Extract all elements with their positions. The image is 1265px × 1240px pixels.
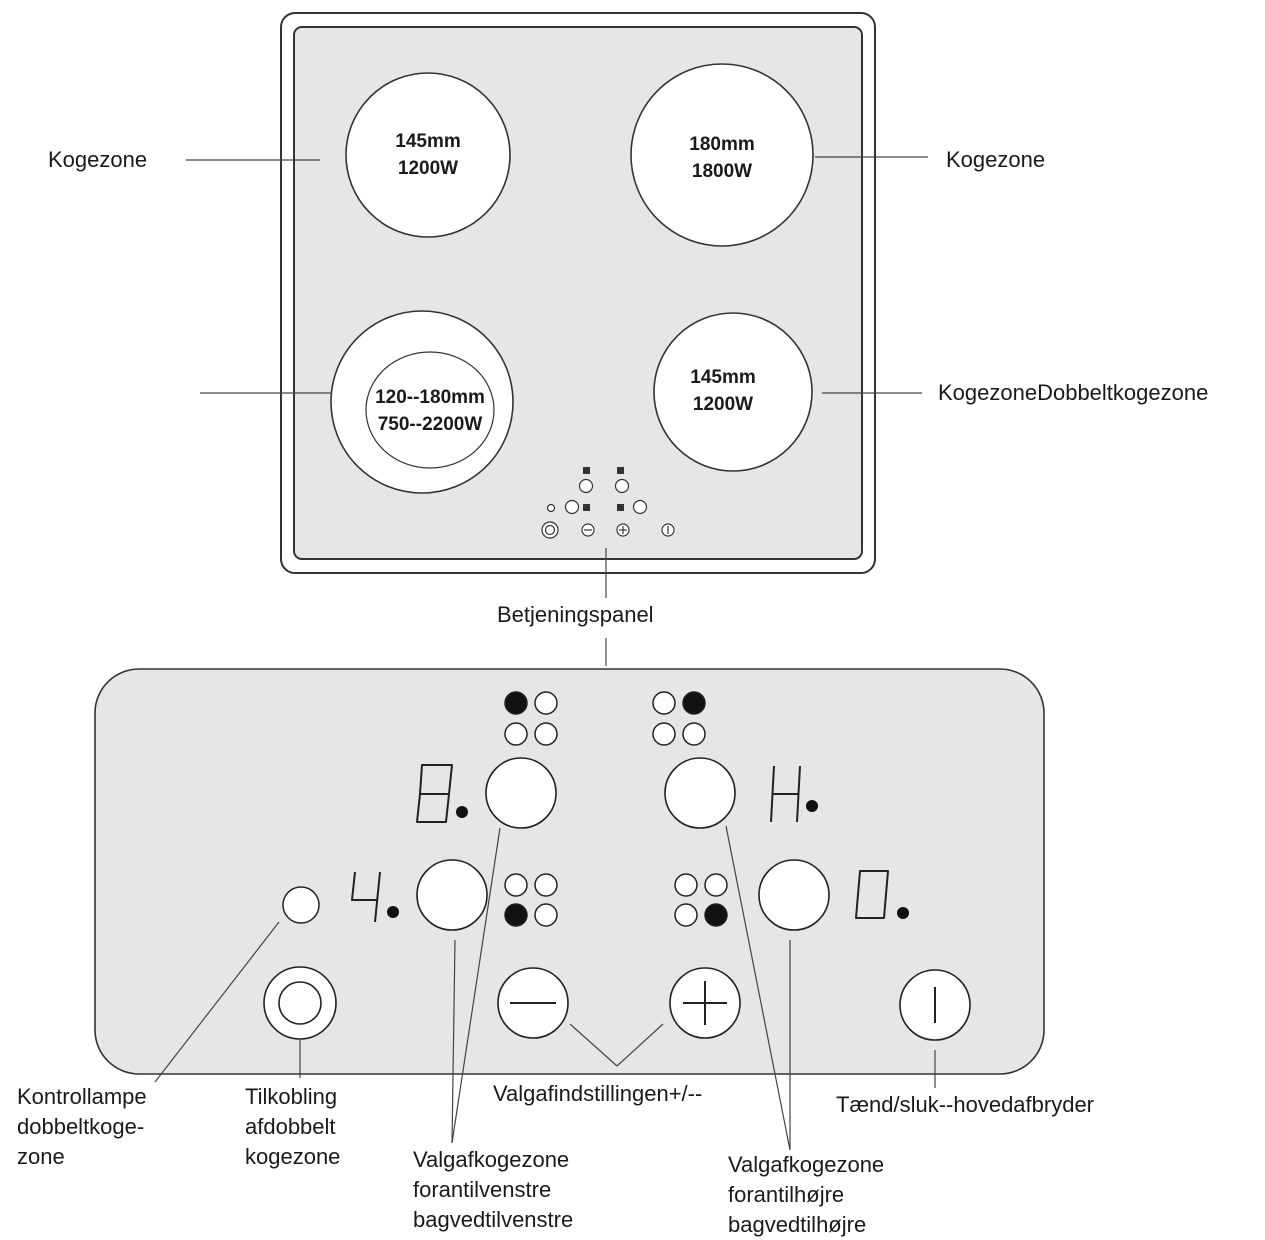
zone-power: 1200W	[692, 394, 754, 415]
zone-select-button-front-right[interactable]	[758, 859, 830, 931]
zone-rear-right-text: 180mm 1800W	[652, 131, 792, 185]
zone-front-right	[653, 312, 813, 472]
zone-front-left-inner	[365, 351, 495, 469]
zone-select-buttons	[416, 757, 830, 931]
display-digit-4	[351, 871, 399, 923]
display-digit-0	[855, 870, 909, 919]
zone-power: 1800W	[691, 161, 753, 182]
cooking-zones	[330, 63, 814, 494]
zone-size: 180mm	[689, 134, 755, 155]
zone-size: 145mm	[690, 367, 756, 388]
plus-icon[interactable]	[669, 967, 741, 1039]
label-zone-top-left: Kogezone	[48, 147, 148, 172]
double-zone-icon[interactable]	[263, 966, 337, 1040]
label-select-right: Valgafkogezone forantilhøjre bagvedtilhø…	[728, 1152, 885, 1237]
power-icon[interactable]	[899, 969, 971, 1041]
zone-power: 1200W	[397, 158, 459, 179]
zone-power: 750--2200W	[377, 414, 483, 435]
display-digit-H	[770, 765, 818, 823]
minus-icon[interactable]	[497, 967, 569, 1039]
zone-size: 120--180mm	[375, 387, 485, 408]
zone-front-left	[330, 310, 514, 494]
zone-rear-left-text: 145mm 1200W	[358, 128, 498, 182]
zone-select-button-rear-right[interactable]	[664, 757, 736, 829]
indicator-lamp	[282, 886, 320, 924]
label-zone-bottom-right: KogezoneDobbeltkogezone	[938, 380, 1209, 405]
label-select-left: Valgafkogezone forantilvenstre bagvedtil…	[413, 1147, 574, 1232]
label-plus-minus: Valgafindstillingen+/--	[493, 1081, 703, 1106]
zone-indicators	[504, 691, 728, 927]
displays	[351, 764, 909, 923]
label-power-switch: Tænd/sluk--hovedafbryder	[836, 1092, 1095, 1117]
label-indicator-lamp: Kontrollampe dobbeltkoge- zone	[17, 1084, 147, 1169]
zone-select-button-rear-left[interactable]	[485, 757, 557, 829]
leader-lines	[154, 156, 936, 1151]
zone-select-button-front-left[interactable]	[416, 859, 488, 931]
label-control-panel: Betjeningspanel	[497, 602, 654, 627]
label-zone-top-right: Kogezone	[946, 147, 1046, 172]
display-digit-8	[416, 764, 468, 823]
zone-rear-left	[345, 72, 511, 238]
zone-rear-right	[630, 63, 814, 247]
zone-front-left-text: 120--180mm 750--2200W	[340, 384, 520, 438]
cooktop-controls	[541, 467, 675, 539]
zone-size: 145mm	[395, 131, 461, 152]
control-panel-enlarged	[94, 668, 1045, 1075]
label-double-zone-switch: Tilkobling afdobbelt kogezone	[245, 1084, 341, 1169]
zone-front-right-text: 145mm 1200W	[653, 364, 793, 418]
